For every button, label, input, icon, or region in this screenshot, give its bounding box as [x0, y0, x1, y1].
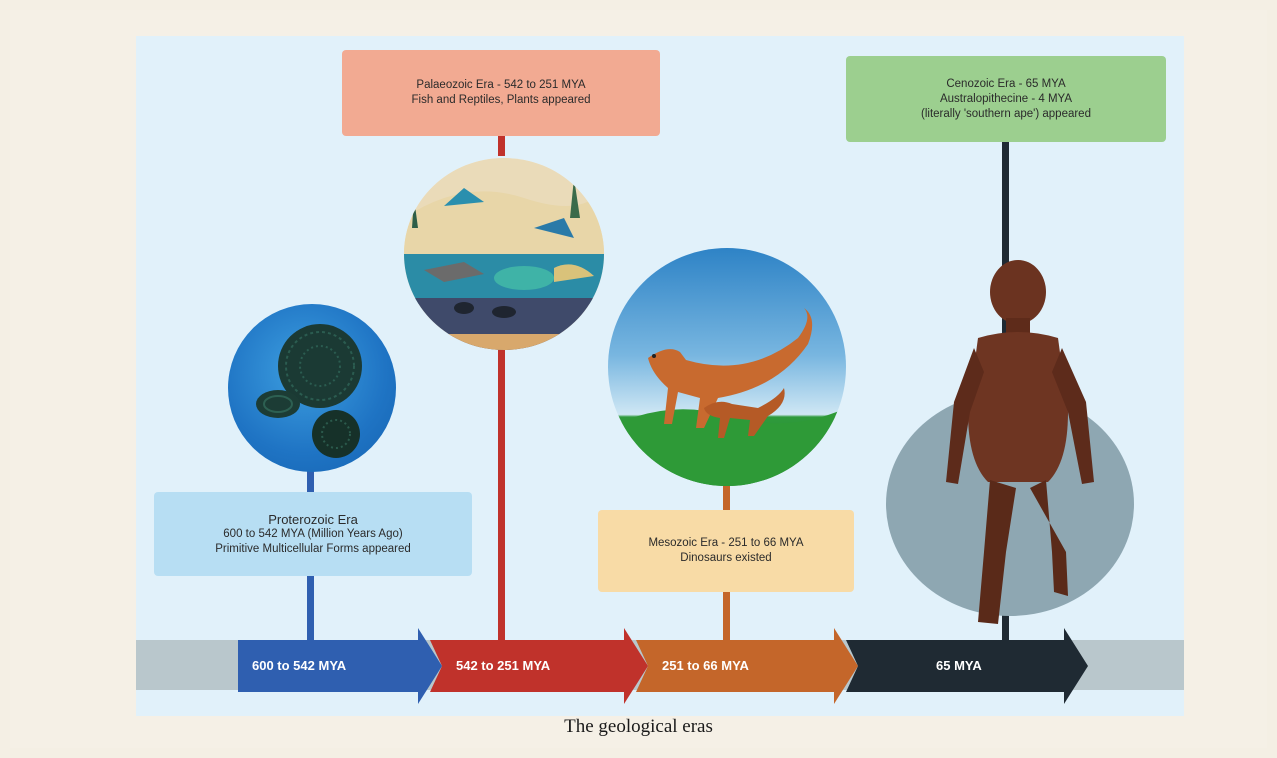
timeline-panel: Palaeozoic Era - 542 to 251 MYA Fish and… — [136, 36, 1184, 716]
proterozoic-title: Proterozoic Era — [268, 511, 358, 527]
mesozoic-stem-lower — [723, 591, 730, 646]
mesozoic-dinosaur-illustration — [608, 248, 846, 486]
cenozoic-arrow — [846, 628, 1088, 704]
cenozoic-info-box: Cenozoic Era - 65 MYA Australopithecine … — [846, 56, 1166, 142]
mesozoic-title: Mesozoic Era - 251 to 66 MYA — [648, 537, 804, 549]
figure-caption: The geological eras — [564, 716, 713, 737]
palaeozoic-arrow-label: 542 to 251 MYA — [456, 658, 551, 673]
proterozoic-line-1: 600 to 542 MYA (Million Years Ago) — [223, 527, 403, 540]
palaeozoic-stem-lower — [498, 336, 505, 646]
mesozoic-stem — [723, 476, 730, 511]
palaeozoic-info-box: Palaeozoic Era - 542 to 251 MYA Fish and… — [342, 50, 660, 136]
proterozoic-stem — [307, 536, 314, 646]
mesozoic-line-1: Dinosaurs existed — [680, 552, 772, 564]
cenozoic-line-1: Australopithecine - 4 MYA — [939, 92, 1073, 105]
cenozoic-arrow-label: 65 MYA — [936, 658, 982, 673]
proterozoic-arrow-label: 600 to 542 MYA — [252, 658, 347, 673]
mesozoic-info-box: Mesozoic Era - 251 to 66 MYA Dinosaurs e… — [598, 510, 854, 592]
palaeozoic-title: Palaeozoic Era - 542 to 251 MYA — [416, 79, 586, 91]
australopithecine-illustration — [946, 260, 1094, 624]
palaeozoic-sea-illustration — [404, 158, 604, 350]
proterozoic-fossil-illustration — [228, 304, 396, 472]
cenozoic-title: Cenozoic Era - 65 MYA — [946, 77, 1066, 90]
cenozoic-line-2: (literally 'southern ape') appeared — [921, 107, 1091, 120]
proterozoic-line-2: Primitive Multicellular Forms appeared — [215, 542, 411, 555]
palaeozoic-arrow — [430, 628, 648, 704]
proterozoic-info-box: Proterozoic Era 600 to 542 MYA (Million … — [154, 492, 472, 576]
mesozoic-arrow — [636, 628, 858, 704]
mesozoic-arrow-label: 251 to 66 MYA — [662, 658, 749, 673]
palaeozoic-line-1: Fish and Reptiles, Plants appeared — [411, 94, 591, 106]
palaeozoic-stem — [498, 136, 505, 156]
proterozoic-stem-upper — [307, 456, 314, 494]
proterozoic-arrow — [238, 628, 442, 704]
figure-frame: Palaeozoic Era - 542 to 251 MYA Fish and… — [10, 10, 1267, 748]
